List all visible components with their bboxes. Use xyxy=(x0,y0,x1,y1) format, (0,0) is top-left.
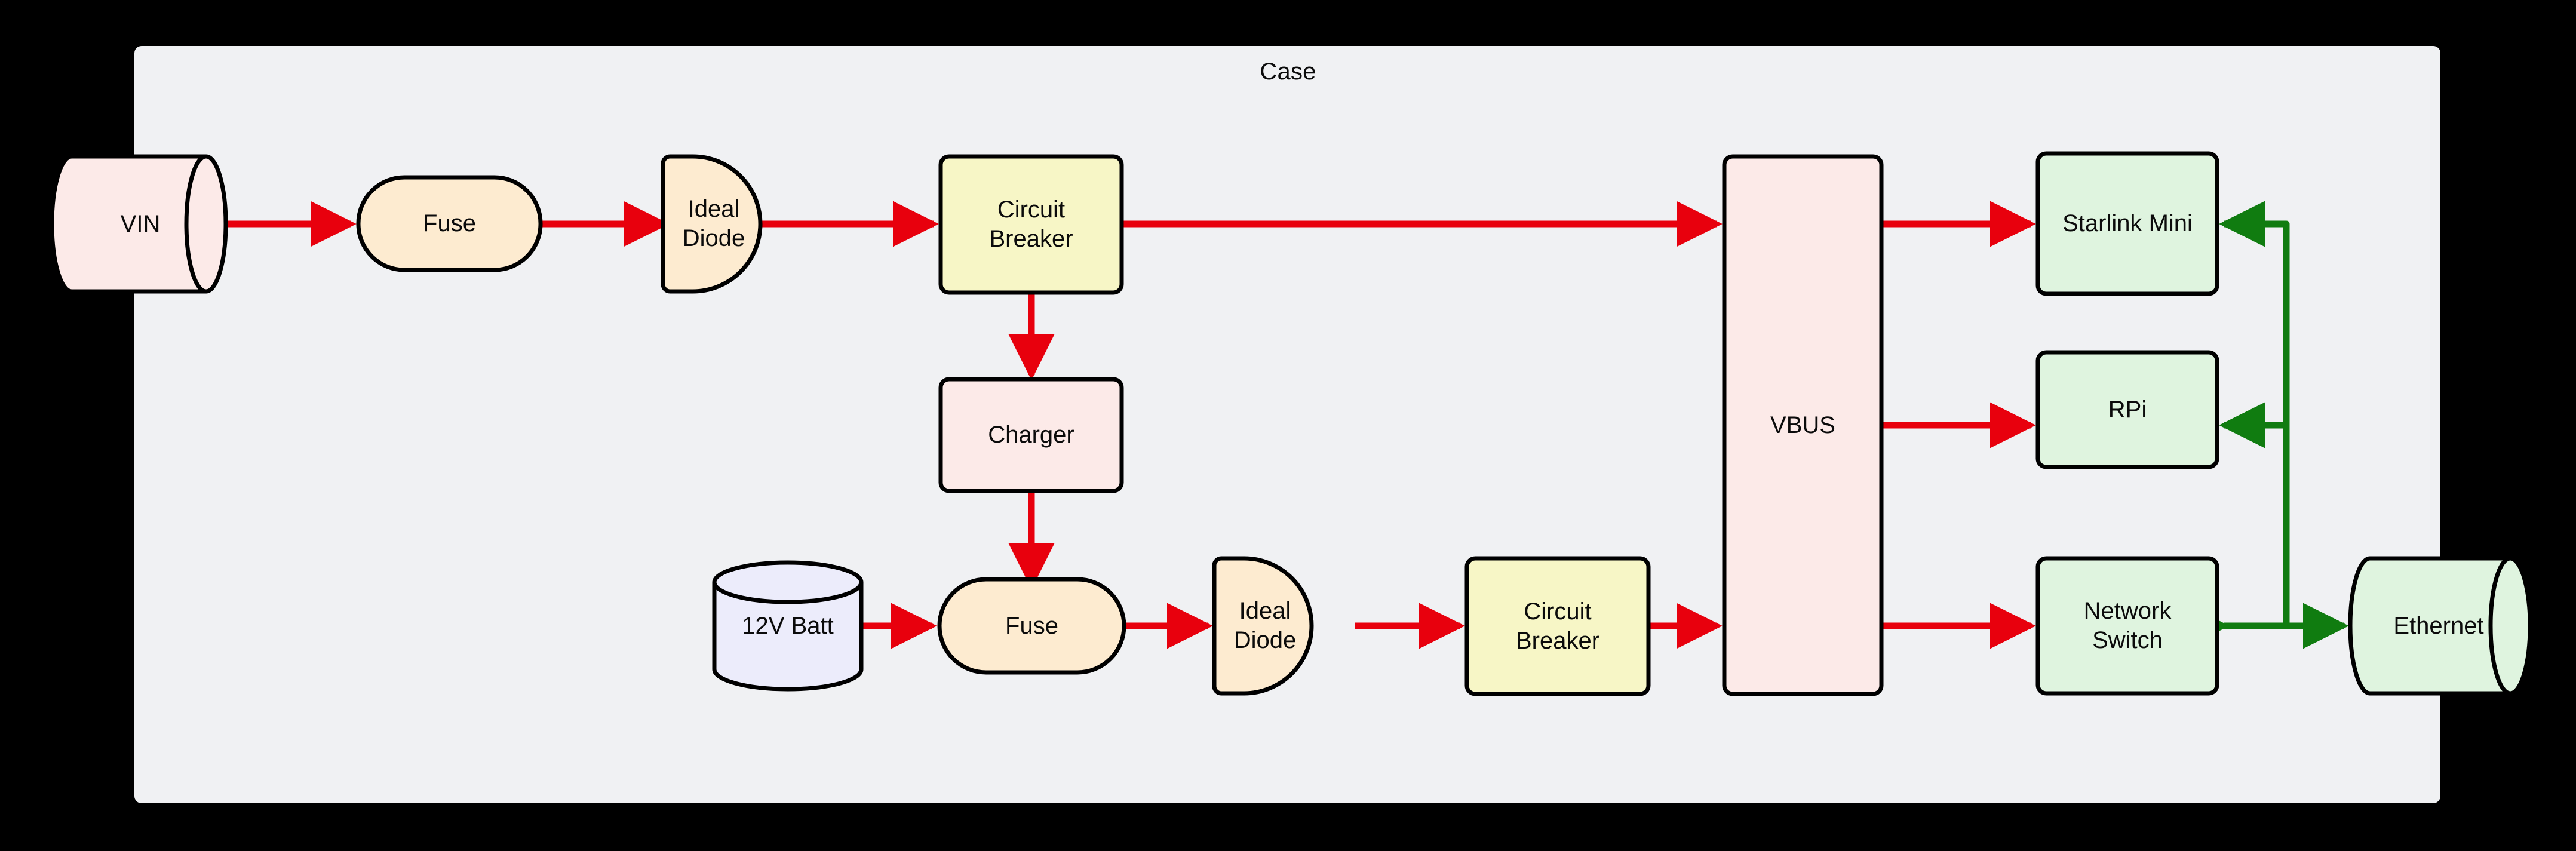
node-network-switch[interactable] xyxy=(2035,556,2219,696)
node-circuit-breaker-top[interactable] xyxy=(938,154,1124,295)
node-ideal-diode-top[interactable] xyxy=(661,154,763,294)
node-circuit-breaker-bottom[interactable] xyxy=(1464,556,1651,696)
data-edges xyxy=(2183,201,2349,649)
node-vin[interactable] xyxy=(50,154,228,294)
node-charger[interactable] xyxy=(938,377,1124,493)
node-vbus[interactable] xyxy=(1722,154,1884,696)
node-12v-batt[interactable] xyxy=(712,560,864,692)
edge-switch-starlink xyxy=(2219,201,2290,247)
node-ideal-diode-bottom[interactable] xyxy=(1212,556,1314,696)
node-ethernet[interactable] xyxy=(2348,556,2532,696)
node-rpi[interactable] xyxy=(2035,350,2219,469)
power-edges xyxy=(226,201,2036,649)
case-label: Case xyxy=(1260,59,1316,85)
node-starlink-mini[interactable] xyxy=(2035,151,2219,296)
node-fuse-bottom[interactable] xyxy=(937,577,1126,675)
node-fuse-top[interactable] xyxy=(356,175,543,272)
